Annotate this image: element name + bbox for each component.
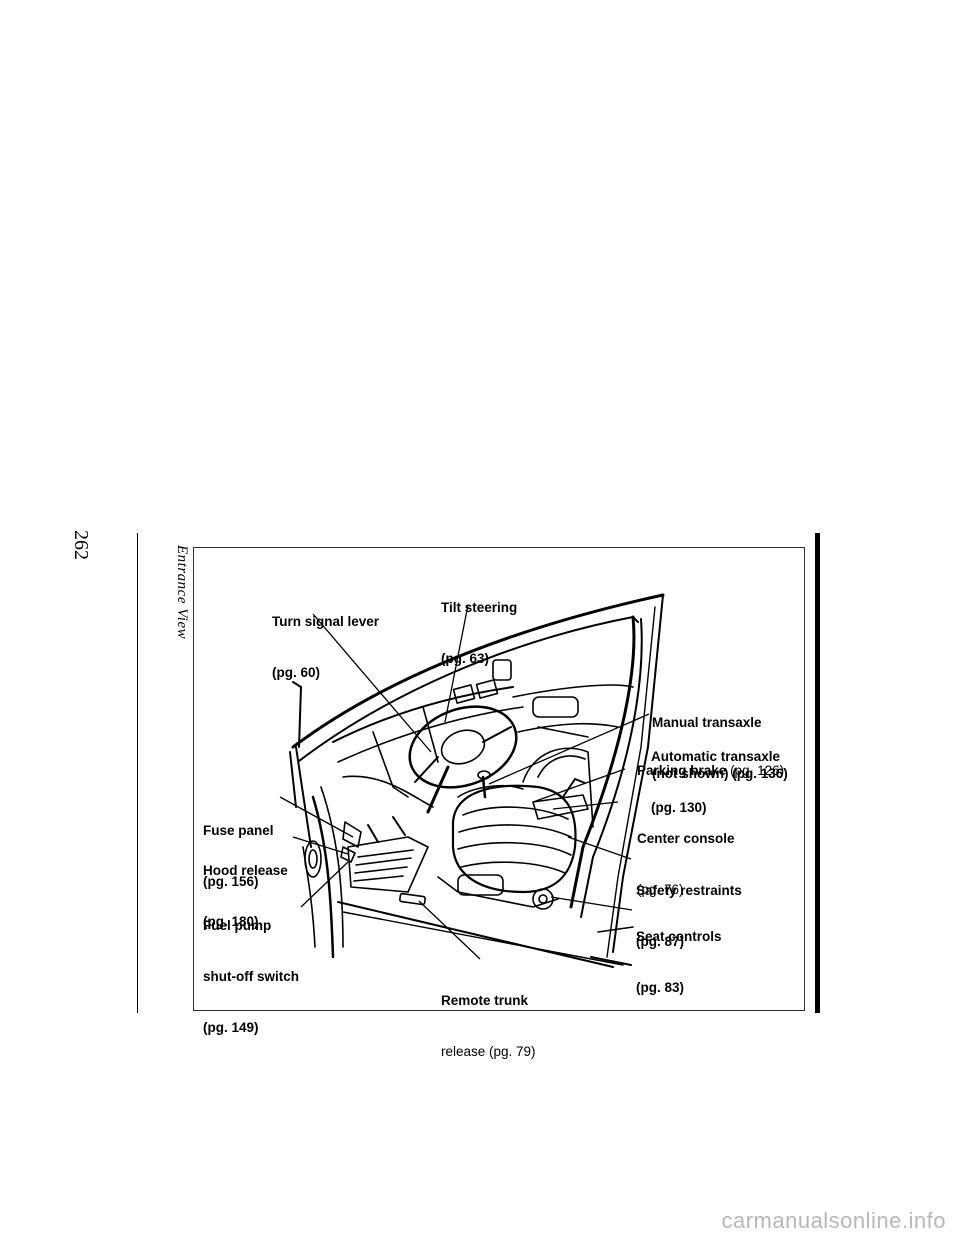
- callout-remote-trunk-page: release (pg. 79): [441, 1044, 536, 1059]
- callout-seat-controls: Seat controls (pg. 83): [636, 894, 722, 1013]
- callout-seat-controls-page: (pg. 83): [636, 980, 685, 995]
- callout-automatic-transaxle-page: (pg. 130): [651, 800, 707, 815]
- watermark: carmanualsonline.info: [721, 1208, 946, 1233]
- section-title: Entrance View: [174, 545, 190, 640]
- left-rule: [137, 533, 138, 1013]
- callout-center-console: Center console (pg. 76): [637, 796, 735, 915]
- callout-fuel-pump-subtitle: shut-off switch: [203, 969, 299, 984]
- page-number: 262: [70, 530, 92, 560]
- callout-parking-brake: Parking brake (pg. 126): [637, 762, 784, 779]
- callout-hood-release: Hood release (pg. 180): [203, 828, 288, 947]
- callout-manual-transaxle-title: Manual transaxle: [652, 715, 762, 730]
- figure-frame: [193, 547, 805, 1011]
- callout-center-console-page: (pg. 76): [637, 882, 684, 897]
- callout-turn-signal-title: Turn signal lever: [272, 614, 380, 629]
- callout-parking-brake-page: (pg. 126): [730, 763, 785, 778]
- callout-safety-restraints: Safety restraints (pg. 87): [636, 848, 742, 967]
- callout-center-console-title: Center console: [637, 831, 735, 846]
- callout-tilt-steering-page: (pg. 63): [441, 651, 490, 666]
- right-rule: [815, 533, 820, 1013]
- callout-automatic-transaxle-title: Automatic transaxle: [651, 749, 781, 764]
- callout-parking-brake-title: Parking brake: [637, 763, 727, 778]
- callout-turn-signal-page: (pg. 60): [272, 665, 321, 680]
- callout-fuse-panel-title: Fuse panel: [203, 823, 274, 838]
- callout-manual-transaxle: Manual transaxle (not shown) (pg. 136): [652, 680, 788, 799]
- callout-safety-restraints-title: Safety restraints: [636, 883, 742, 898]
- callout-fuse-panel-page: (pg. 156): [203, 874, 259, 889]
- callout-hood-release-page: (pg. 180): [203, 914, 259, 929]
- callout-fuse-panel: Fuse panel (pg. 156): [203, 788, 274, 907]
- callout-safety-restraints-page: (pg. 87): [636, 934, 685, 949]
- callout-fuel-pump-title: Fuel pump: [203, 918, 272, 933]
- callout-manual-transaxle-page: (not shown) (pg. 136): [652, 766, 788, 781]
- callout-hood-release-title: Hood release: [203, 863, 288, 878]
- callout-tilt-steering: Tilt steering (pg. 63): [441, 565, 517, 684]
- car-interior-illustration: [279, 593, 665, 968]
- callout-tilt-steering-title: Tilt steering: [441, 600, 518, 615]
- callout-automatic-transaxle: Automatic transaxle (pg. 130): [651, 714, 780, 833]
- callout-turn-signal: Turn signal lever (pg. 60): [272, 579, 379, 698]
- callout-fuel-pump-page: (pg. 149): [203, 1020, 259, 1035]
- callout-remote-trunk: Remote trunk release (pg. 79): [441, 958, 536, 1077]
- callout-fuel-pump: Fuel pump shut-off switch (pg. 149): [203, 883, 299, 1053]
- callout-remote-trunk-title: Remote trunk: [441, 993, 529, 1008]
- callout-seat-controls-title: Seat controls: [636, 929, 722, 944]
